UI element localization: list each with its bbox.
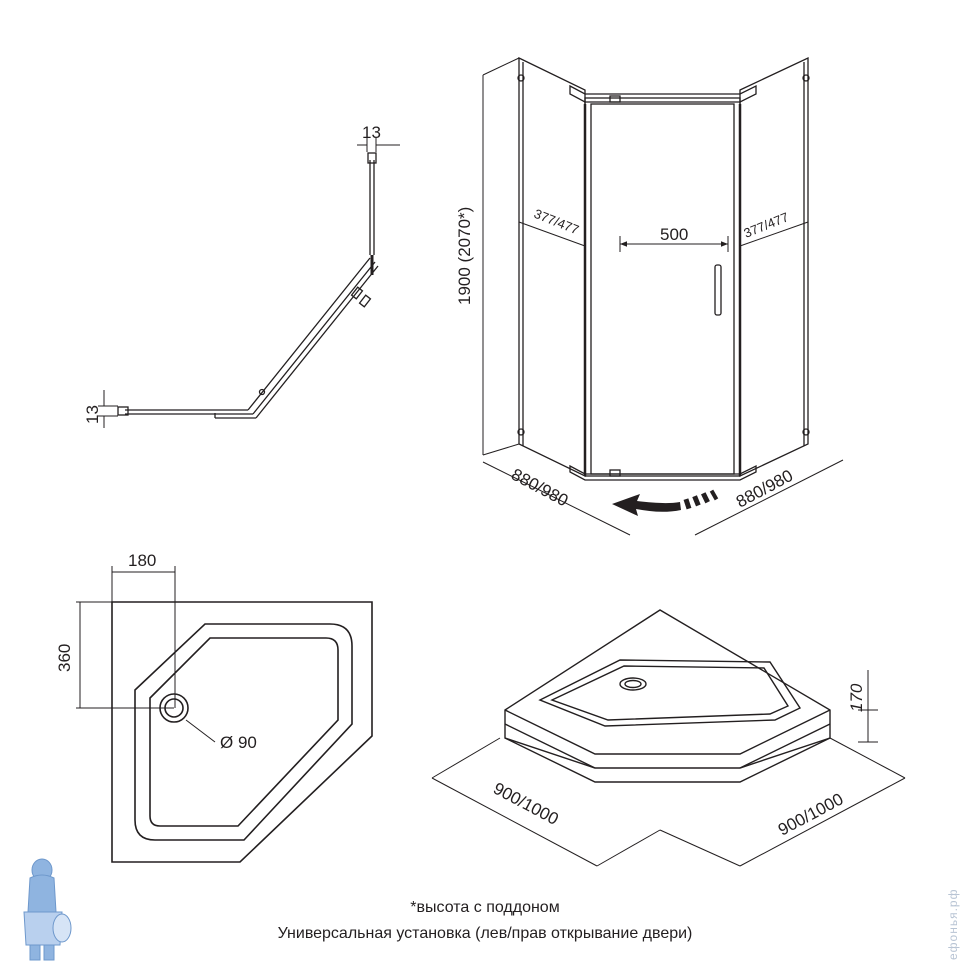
door-width-dim-label: 500 [660,225,688,244]
plumber-logo [23,858,72,961]
right-panel-dim-label: 377/477 [742,209,791,241]
drain-diameter-label: Ø 90 [220,733,257,752]
top-dim-label: 13 [362,123,381,142]
tray-height-dim-label: 170 [847,683,866,712]
top-view [98,138,400,428]
base-left-dim-label: 880/980 [508,465,571,511]
drain-x-dim-label: 180 [128,551,156,570]
front-view [482,56,844,536]
height-dim-label: 1900 (2070*) [455,207,474,305]
site-watermark: ефонья.рф [946,888,960,960]
door-swing-arrow [612,489,719,516]
tray-plan [76,566,373,863]
drain-y-dim-label: 360 [55,644,74,672]
install-note: Универсальная установка (лев/прав открыв… [277,925,693,942]
tray-width-left-dim-label: 900/1000 [490,779,562,829]
left-dim-label: 13 [83,405,102,424]
height-note: *высота с поддоном [410,899,560,916]
tray-isometric [431,609,906,867]
left-panel-dim-label: 377/477 [532,206,581,238]
